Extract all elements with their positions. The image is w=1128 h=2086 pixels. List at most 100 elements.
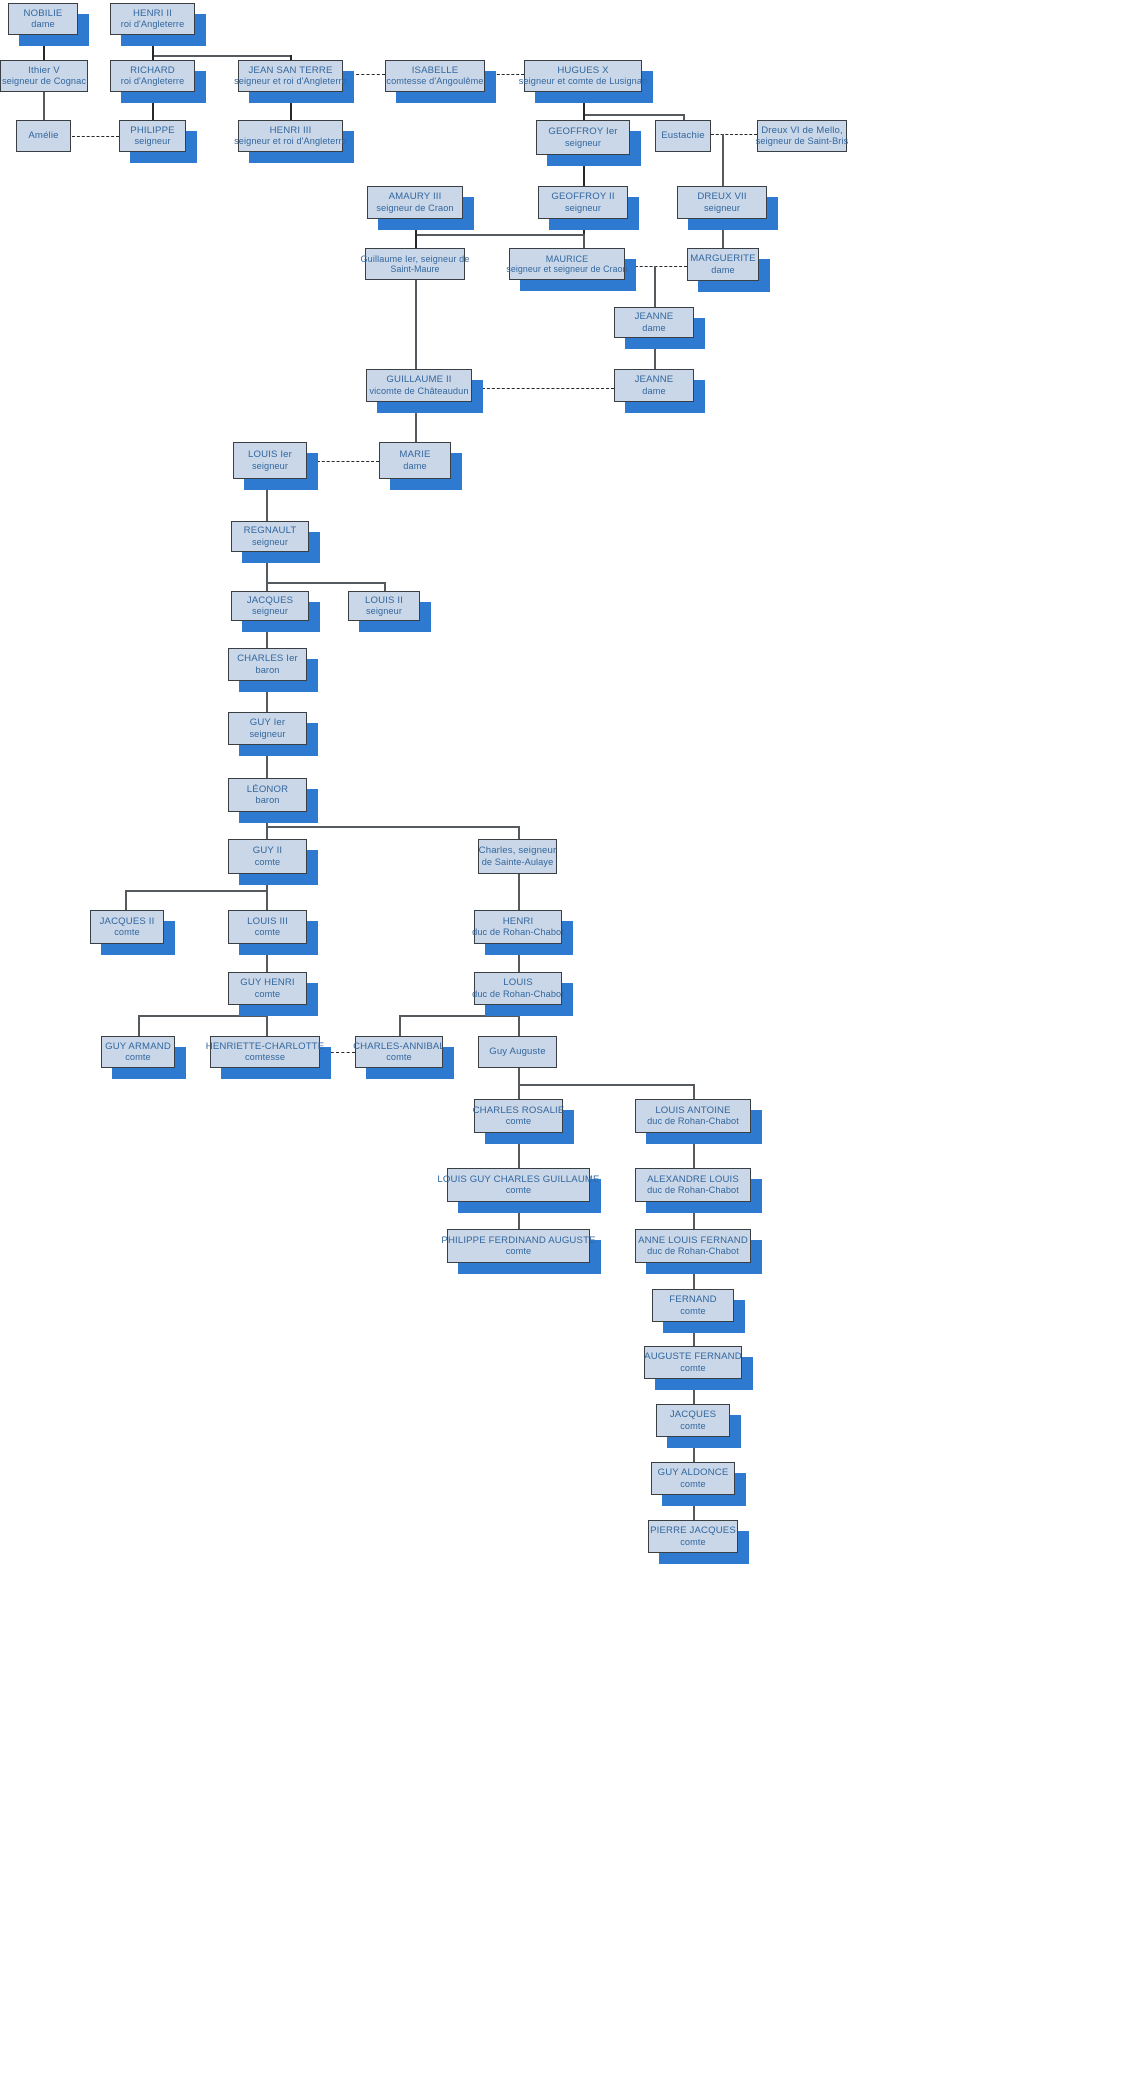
node-box: Amélie: [16, 120, 71, 152]
node-nobilie[interactable]: NOBILIE dame: [8, 3, 89, 46]
connector-louis3-guyhenri: [266, 944, 268, 972]
node-pierre-jacques[interactable]: PIERRE JACQUES comte: [648, 1520, 749, 1564]
node-name: NOBILIE: [23, 7, 63, 19]
node-name: JEANNE: [634, 374, 674, 386]
connector-hugues-stem: [583, 92, 585, 114]
node-name: JACQUES: [669, 1409, 717, 1421]
node-name: CHARLES Ier: [237, 653, 298, 665]
node-guy1[interactable]: GUY Ier seigneur: [228, 712, 318, 756]
node-jacques2[interactable]: JACQUES II comte: [90, 910, 175, 955]
node-box: GUY Ier seigneur: [228, 712, 307, 745]
node-louis2[interactable]: LOUIS II seigneur: [348, 591, 431, 632]
node-name: JEANNE: [634, 311, 674, 323]
connector-guyhenri-henriette: [266, 1015, 268, 1036]
node-amaury3[interactable]: AMAURY III seigneur de Craon: [367, 186, 474, 230]
node-auguste-fernand[interactable]: AUGUSTE FERNAND comte: [644, 1346, 753, 1390]
node-isabelle[interactable]: ISABELLE comtesse d'Angoulême: [385, 60, 496, 103]
node-henri-rohan-chabot[interactable]: HENRI duc de Rohan-Chabot: [472, 910, 573, 955]
node-box: Guy Auguste: [478, 1036, 557, 1068]
node-philippe-ferdinand-auguste[interactable]: PHILIPPE FERDINAND AUGUSTE comte: [441, 1229, 601, 1274]
node-guillaume1[interactable]: Guillaume Ier, seigneur de Saint-Maure: [361, 248, 469, 280]
node-title: comte: [505, 1116, 532, 1127]
node-louis3[interactable]: LOUIS III comte: [228, 910, 318, 955]
node-henri3[interactable]: HENRI III seigneur et roi d'Angleterre: [234, 120, 354, 163]
node-guy2[interactable]: GUY II comte: [228, 839, 318, 885]
node-jacques3[interactable]: JACQUES comte: [656, 1404, 741, 1448]
node-charles-rosalie[interactable]: CHARLES ROSALIE comte: [473, 1099, 574, 1144]
node-name: MARGUERITE: [690, 253, 756, 265]
node-guy-aldonce[interactable]: GUY ALDONCE comte: [651, 1462, 746, 1506]
node-henri2[interactable]: HENRI II roi d'Angleterre: [110, 3, 206, 46]
connector-ithier-amelie: [43, 88, 45, 120]
node-jeansanterre[interactable]: JEAN SAN TERRE seigneur et roi d'Anglete…: [234, 60, 354, 103]
node-dreux7[interactable]: DREUX VII seigneur: [677, 186, 778, 230]
connector-regnault-louis2: [384, 582, 386, 591]
node-henriette-charlotte[interactable]: HENRIETTE-CHARLOTTE comtesse: [206, 1036, 331, 1079]
connector-charles1-guy1: [266, 681, 268, 712]
node-name: MARIE: [399, 449, 431, 461]
node-box: JACQUES seigneur: [231, 591, 309, 621]
connector-henri-louis: [518, 944, 520, 972]
node-name: PIERRE JACQUES: [650, 1525, 736, 1537]
node-jeanne2[interactable]: JEANNE dame: [614, 369, 705, 413]
node-geoffroy2[interactable]: GEOFFROY II seigneur: [538, 186, 639, 230]
node-eustachie[interactable]: Eustachie: [655, 120, 711, 152]
node-louis1[interactable]: LOUIS Ier seigneur: [233, 442, 318, 490]
node-louis-guy-charles-guillaume[interactable]: LOUIS GUY CHARLES GUILLAUME comte: [437, 1168, 601, 1213]
node-title: duc de Rohan-Chabot: [472, 988, 564, 999]
node-charles1[interactable]: CHARLES Ier baron: [228, 648, 318, 692]
node-guillaume2[interactable]: GUILLAUME II vicomte de Châteaudun: [366, 369, 483, 413]
node-richard[interactable]: RICHARD roi d'Angleterre: [110, 60, 206, 103]
node-title: dame: [403, 460, 427, 471]
node-fernand[interactable]: FERNAND comte: [652, 1289, 745, 1333]
node-name: HENRI III: [269, 124, 312, 136]
node-regnault[interactable]: REGNAULT seigneur: [231, 521, 320, 563]
connector-alexandre-annelouis: [693, 1202, 695, 1229]
node-jacques[interactable]: JACQUES seigneur: [231, 591, 320, 632]
node-title: dame: [31, 19, 55, 30]
node-maurice[interactable]: MAURICE seigneur et seigneur de Craon: [506, 248, 636, 291]
node-geoffroy1[interactable]: GEOFFROY Ier seigneur: [536, 120, 641, 166]
node-name: ALEXANDRE LOUIS: [647, 1173, 739, 1185]
node-box: Guillaume Ier, seigneur de Saint-Maure: [361, 248, 469, 280]
node-louis-rohan-chabot[interactable]: LOUIS duc de Rohan-Chabot: [472, 972, 573, 1016]
node-marie[interactable]: MARIE dame: [379, 442, 462, 490]
node-box: LOUIS III comte: [228, 910, 307, 944]
node-name: HENRI II: [132, 7, 173, 19]
node-leonor[interactable]: LÉONOR baron: [228, 778, 318, 823]
node-marguerite[interactable]: MARGUERITE dame: [687, 248, 770, 292]
node-ithier5[interactable]: Ithier V seigneur de Cognac: [0, 60, 88, 92]
node-box: GUILLAUME II vicomte de Châteaudun: [366, 369, 472, 402]
connector-louis-charlesannibal: [399, 1015, 401, 1036]
node-philippe[interactable]: PHILIPPE seigneur: [119, 120, 197, 163]
connector-guyauguste-bus: [518, 1084, 693, 1086]
node-box: MAURICE seigneur et seigneur de Craon: [506, 248, 628, 280]
connector-dreux7-marguerite: [722, 219, 724, 248]
node-box: LOUIS II seigneur: [348, 591, 420, 621]
node-title: comtesse d'Angoulême: [386, 76, 484, 87]
node-name: HUGUES X: [557, 64, 609, 76]
node-dreux6[interactable]: Dreux VI de Mello, seigneur de Saint-Bri…: [756, 120, 848, 152]
node-box: Dreux VI de Mello, seigneur de Saint-Bri…: [756, 120, 848, 152]
connector-leonor-bus: [266, 826, 518, 828]
node-huguesx[interactable]: HUGUES X seigneur et comte de Lusignan: [519, 60, 653, 103]
node-charles-sainte-aulaye[interactable]: Charles, seigneur de Sainte-Aulaye: [478, 839, 557, 874]
node-charles-annibal[interactable]: CHARLES-ANNIBAL comte: [353, 1036, 454, 1079]
node-guyarmand[interactable]: GUY ARMAND comte: [101, 1036, 186, 1079]
node-box: CHARLES Ier baron: [228, 648, 307, 681]
node-alexandre-louis[interactable]: ALEXANDRE LOUIS duc de Rohan-Chabot: [635, 1168, 762, 1213]
connector-guyhenri-bus: [138, 1015, 266, 1017]
node-anne-louis-fernand[interactable]: ANNE LOUIS FERNAND duc de Rohan-Chabot: [635, 1229, 762, 1274]
node-name: CHARLES-ANNIBAL: [353, 1040, 445, 1052]
node-box: JEAN SAN TERRE seigneur et roi d'Anglete…: [234, 60, 347, 92]
node-louis-antoine[interactable]: LOUIS ANTOINE duc de Rohan-Chabot: [635, 1099, 762, 1144]
node-guyauguste[interactable]: Guy Auguste: [478, 1036, 557, 1068]
node-name: JACQUES II: [99, 915, 155, 927]
node-guyhenri[interactable]: GUY HENRI comte: [228, 972, 318, 1016]
connector-louis-guyauguste: [518, 1015, 520, 1036]
node-jeanne1[interactable]: JEANNE dame: [614, 307, 705, 349]
node-name: Amélie: [28, 130, 59, 142]
connector-nobilie-ithier: [43, 35, 45, 60]
node-amelie[interactable]: Amélie: [16, 120, 71, 152]
node-box: HENRI III seigneur et roi d'Angleterre: [234, 120, 347, 152]
